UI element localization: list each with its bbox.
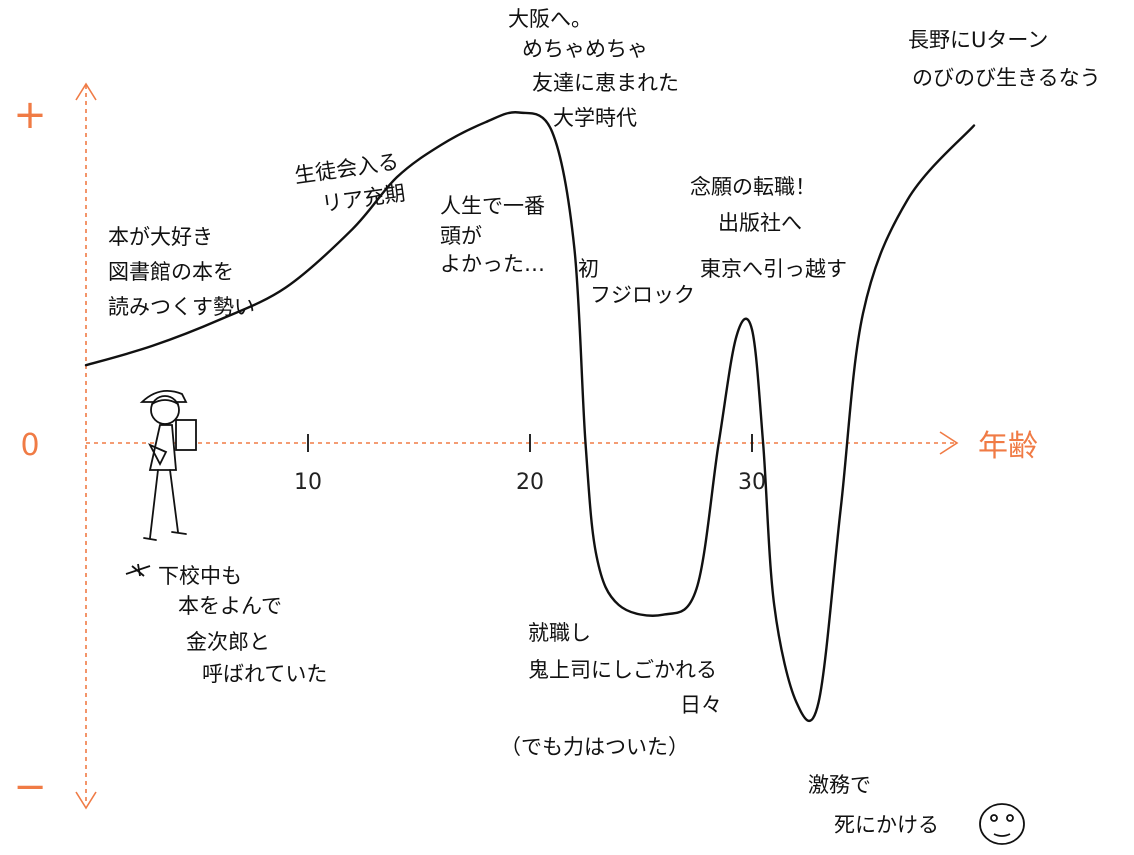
annotation-line: 鬼上司にしごかれる <box>528 658 717 682</box>
annotation-line: 就職し <box>528 621 591 645</box>
annotation-line: のびのび生きるなう <box>912 66 1101 90</box>
axes: + 0 − 年齢 <box>13 82 1038 810</box>
y-label-zero: 0 <box>20 428 39 463</box>
x-ticks: 10 20 30 <box>294 434 766 495</box>
annotation-student-council: 生徒会入る リア充期 <box>293 150 407 217</box>
annotation-line: よかった… <box>440 252 545 276</box>
annotation-line: 読みつくす勢い <box>108 295 255 319</box>
annotation-line: 友達に恵まれた <box>532 71 679 95</box>
annotation-line: フジロック <box>590 283 695 307</box>
y-axis-arrow-top <box>75 82 97 101</box>
annotation-line: 激務で <box>808 773 871 797</box>
annotation-line: （でも力はついた） <box>500 735 689 759</box>
annotation-line: 大学時代 <box>553 106 637 130</box>
annotation-school-commute: 下校中も 本をよんで 金次郎と 呼ばれていた <box>158 564 327 686</box>
x-tick-label: 30 <box>738 470 766 495</box>
annotation-line: 生徒会入る <box>293 150 400 188</box>
annotation-line: 初 <box>578 257 599 281</box>
y-axis-arrow-bottom <box>75 791 97 810</box>
x-tick-label: 20 <box>516 470 544 495</box>
annotation-line: リア充期 <box>320 181 407 216</box>
girl-reading-illustration <box>139 390 197 541</box>
x-tick-label: 10 <box>294 470 322 495</box>
x-axis-label: 年齢 <box>978 429 1038 464</box>
annotation-childhood: 本が大好き 図書館の本を 読みつくす勢い <box>108 225 255 319</box>
annotation-smart: 人生で一番 頭が よかった… <box>440 194 545 276</box>
tired-face-illustration <box>979 803 1025 845</box>
annotation-line: 人生で一番 <box>440 194 545 218</box>
annotation-first-job: 就職し 鬼上司にしごかれる 日々 <box>528 621 722 717</box>
annotation-fuji-rock: 初 フジロック <box>578 257 695 307</box>
annotation-line: 死にかける <box>834 813 939 837</box>
annotation-line: 念願の転職！ <box>690 175 816 199</box>
annotation-job-change: 念願の転職！ 出版社へ 東京へ引っ越す <box>690 175 847 281</box>
annotation-line: 金次郎と <box>186 630 270 654</box>
annotation-line: 日々 <box>680 693 722 717</box>
y-label-plus: + <box>13 92 47 138</box>
annotation-line: 下校中も <box>158 564 242 588</box>
annotation-line: 本が大好き <box>108 225 213 249</box>
annotation-overwork: 激務で 死にかける <box>808 773 939 837</box>
annotation-line: 東京へ引っ越す <box>700 257 847 281</box>
annotation-line: 図書館の本を <box>108 260 234 284</box>
life-curve-line <box>84 111 976 723</box>
annotation-line: 本をよんで <box>178 594 282 618</box>
y-label-minus: − <box>13 764 47 810</box>
annotation-first-job-note: （でも力はついた） <box>500 735 689 759</box>
annotation-u-turn: 長野にUターン のびのび生きるなう <box>908 28 1101 90</box>
annotation-line: 呼ばれていた <box>202 662 327 686</box>
annotation-line: 大阪へ。 <box>508 7 592 31</box>
annotation-line: めちゃめちゃ <box>522 37 648 61</box>
annotation-line: 頭が <box>440 224 482 248</box>
annotation-osaka: 大阪へ。 めちゃめちゃ 友達に恵まれた 大学時代 <box>508 7 679 130</box>
annotation-line: 長野にUターン <box>908 28 1048 52</box>
dragonfly-illustration <box>125 563 151 577</box>
annotation-line: 出版社へ <box>718 211 802 235</box>
x-axis-arrow <box>939 431 959 455</box>
